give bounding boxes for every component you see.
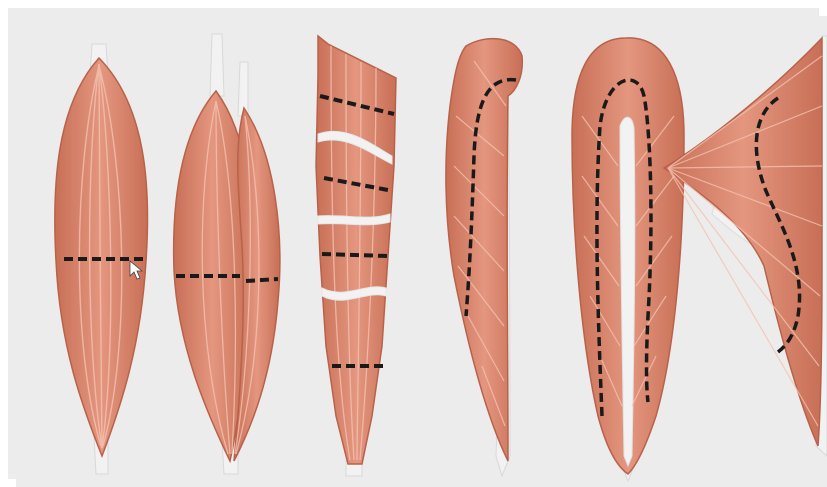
muscle-triangular bbox=[664, 36, 827, 456]
muscle-fusiform bbox=[55, 44, 148, 474]
triangular-belly bbox=[664, 38, 822, 446]
muscle-shapes-illustration bbox=[16, 16, 827, 487]
muscle-bipennate bbox=[572, 38, 684, 481]
two-headed-tendon-top-right bbox=[238, 62, 248, 116]
two-headed-tendon-top-left bbox=[210, 34, 224, 96]
muscle-two-headed bbox=[174, 34, 280, 474]
muscle-figure bbox=[16, 16, 827, 487]
muscle-unipennate bbox=[446, 39, 522, 476]
muscle-strap-segmented bbox=[316, 36, 396, 476]
strap-belly bbox=[316, 36, 396, 464]
